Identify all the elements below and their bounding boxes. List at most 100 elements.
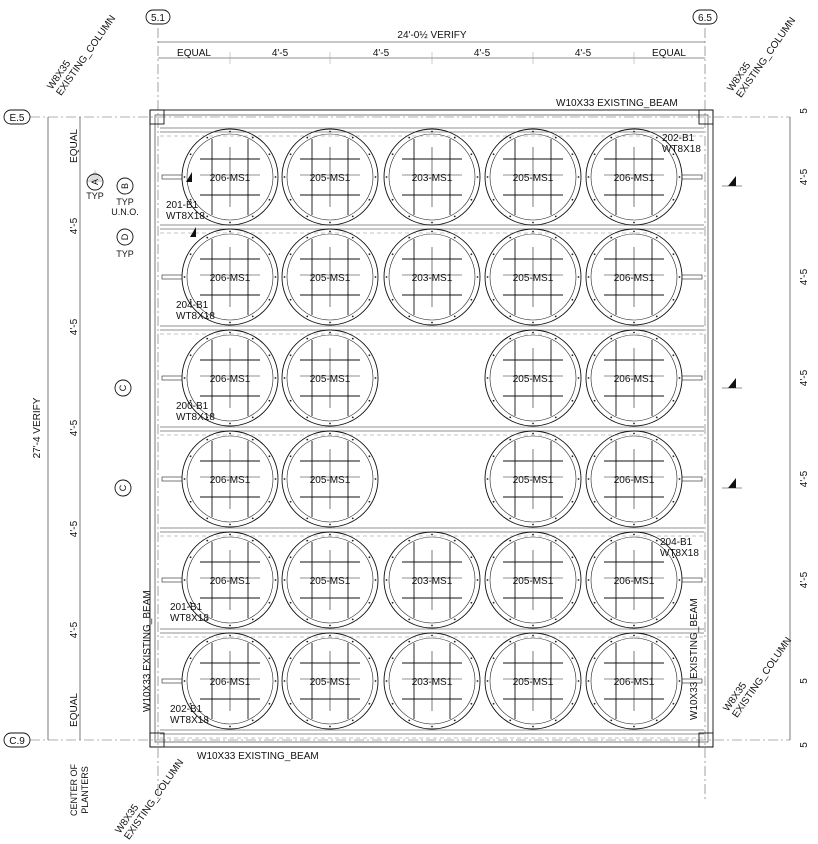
bolt-hole — [509, 719, 512, 722]
bolt-hole — [374, 478, 377, 480]
bolt-hole — [492, 253, 495, 256]
planter-outer-ring — [484, 228, 582, 326]
bolt-hole — [329, 725, 331, 728]
planter-outer-ring — [383, 632, 481, 730]
bolt-hole — [183, 276, 186, 278]
bolt-hole — [368, 198, 371, 201]
bolt-hole — [268, 657, 271, 660]
bolt-hole — [492, 556, 495, 559]
bolt-hole — [571, 153, 574, 156]
column-label-tl-note: EXISTING_COLUMN — [54, 13, 118, 98]
bolt-hole — [385, 176, 388, 178]
top-dim-2: 4'-5 — [373, 48, 390, 59]
section-marker-c-1: C — [114, 379, 132, 397]
bolt-hole — [306, 136, 309, 139]
planter: 205-MS1 — [281, 632, 379, 730]
bolt-hole — [206, 640, 209, 643]
section-b-letter: B — [120, 183, 130, 189]
bolt-hole — [391, 298, 394, 301]
bolt-hole — [633, 634, 635, 637]
beam-size: WT8X18 — [176, 412, 215, 423]
bolt-hole — [554, 618, 557, 621]
bolt-hole — [189, 253, 192, 256]
bolt-hole — [206, 337, 209, 340]
right-dim-0: 5 — [799, 108, 810, 114]
bolt-hole — [351, 315, 354, 318]
bolt-hole — [470, 657, 473, 660]
planter-label: 206-MS1 — [614, 374, 655, 385]
beam-size: WT8X18 — [662, 144, 701, 155]
bolt-hole — [672, 399, 675, 402]
grid-label-e-5: E.5 — [9, 113, 24, 124]
bolt-hole — [251, 136, 254, 139]
bolt-hole — [251, 539, 254, 542]
bolt-hole — [571, 399, 574, 402]
bolt-hole — [229, 634, 231, 637]
bolt-hole — [678, 377, 681, 379]
bolt-hole — [306, 517, 309, 520]
planter-label: 205-MS1 — [310, 677, 351, 688]
bolt-hole — [368, 298, 371, 301]
bolt-hole — [470, 198, 473, 201]
bolt-hole — [486, 478, 489, 480]
bolt-hole — [229, 422, 231, 425]
bolt-hole — [289, 556, 292, 559]
bolt-hole — [351, 539, 354, 542]
bolt-hole — [229, 533, 231, 536]
bolt-hole — [374, 680, 377, 682]
bolt-hole — [509, 215, 512, 218]
planter-inner-ring — [388, 536, 476, 624]
planter-inner-ring — [186, 334, 274, 422]
left-dim-6: EQUAL — [69, 693, 80, 727]
beam-stub — [161, 274, 703, 280]
bolt-hole — [593, 601, 596, 604]
bolt-hole — [431, 221, 433, 224]
left-dim-3: 4'-5 — [69, 419, 80, 436]
bolt-hole — [633, 221, 635, 224]
bolt-hole — [329, 221, 331, 224]
bolt-hole — [532, 130, 534, 133]
bolt-hole — [672, 702, 675, 705]
bolt-hole — [289, 253, 292, 256]
planter: 203-MS1 — [383, 632, 481, 730]
bolt-hole — [486, 680, 489, 682]
bolt-hole — [306, 539, 309, 542]
planter-inner-ring — [286, 334, 374, 422]
planter-label: 205-MS1 — [513, 576, 554, 587]
right-dim-5: 4'-5 — [799, 571, 810, 588]
grid-bubble-6-5: 6.5 — [692, 9, 718, 25]
bolt-hole — [532, 331, 534, 334]
bolt-hole — [391, 153, 394, 156]
planter-label: 205-MS1 — [310, 576, 351, 587]
bolt-hole — [593, 657, 596, 660]
bolt-hole — [633, 321, 635, 324]
planter-inner-ring — [186, 233, 274, 321]
bolt-hole — [476, 579, 479, 581]
bolt-hole — [593, 556, 596, 559]
bolt-hole — [408, 315, 411, 318]
planter-inner-ring — [590, 334, 678, 422]
bolt-hole — [206, 215, 209, 218]
bolt-hole — [470, 253, 473, 256]
bolt-hole — [672, 153, 675, 156]
bolt-hole — [189, 455, 192, 458]
bolt-hole — [554, 719, 557, 722]
bolt-hole — [610, 416, 613, 419]
bolt-hole — [571, 298, 574, 301]
bolt-hole — [678, 176, 681, 178]
planter-outer-ring — [484, 430, 582, 528]
bolt-hole — [655, 640, 658, 643]
bolt-hole — [431, 321, 433, 324]
planter-inner-ring — [186, 637, 274, 725]
wt-beams — [160, 127, 704, 739]
bolt-hole — [368, 153, 371, 156]
bolt-hole — [274, 377, 277, 379]
bolt-hole — [431, 533, 433, 536]
bolt-hole — [283, 478, 286, 480]
left-dim-2: 4'-5 — [69, 318, 80, 335]
grid-bubble-5-1: 5.1 — [145, 9, 171, 25]
bolt-hole — [587, 276, 590, 278]
planter-label: 205-MS1 — [513, 475, 554, 486]
